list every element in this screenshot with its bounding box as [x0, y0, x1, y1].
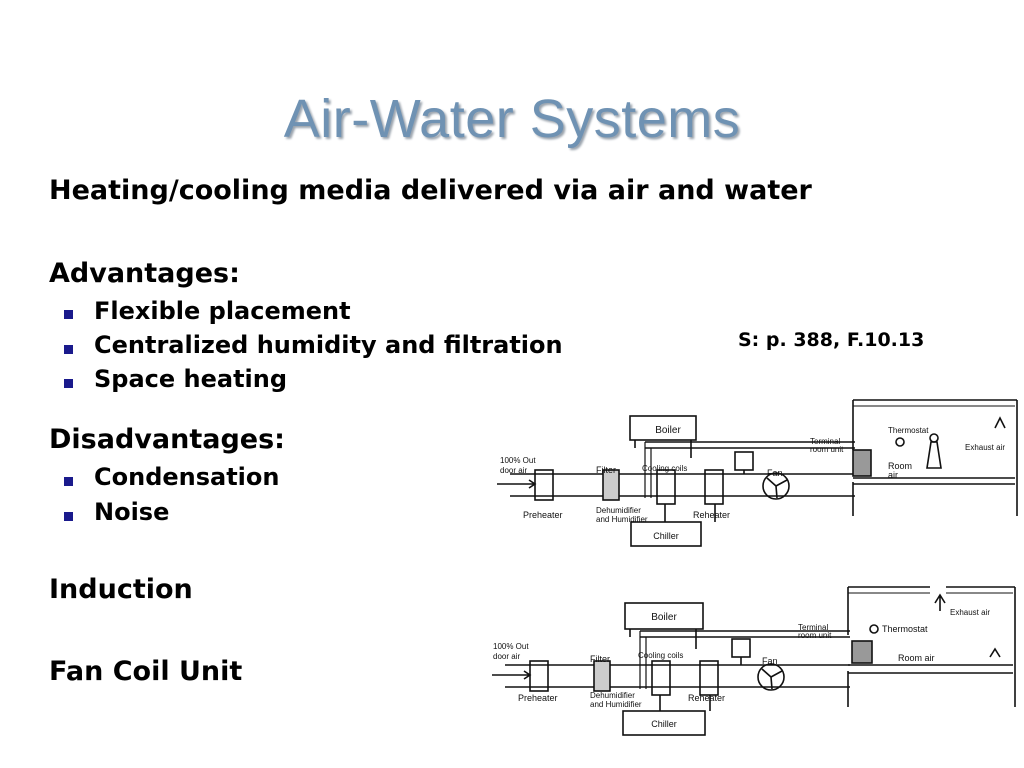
boiler-label: Boiler	[655, 425, 681, 436]
boiler-label: Boiler	[651, 612, 677, 623]
bullet-icon	[64, 512, 73, 521]
chiller-label: Chiller	[651, 719, 677, 729]
reheater-label: Reheater	[688, 693, 725, 703]
bullet-icon	[64, 345, 73, 354]
advantage-item: Flexible placement	[94, 297, 351, 325]
subtitle: Heating/cooling media delivered via air …	[49, 175, 812, 206]
outdoor-air-label: 100% Out	[500, 456, 536, 465]
outdoor-air-label: 100% Out	[493, 642, 529, 651]
cooling-coils-label: Cooling coils	[642, 464, 687, 473]
disadvantages-heading: Disadvantages:	[49, 424, 285, 455]
fan-coil-heading: Fan Coil Unit	[49, 656, 243, 687]
bullet-icon	[64, 379, 73, 388]
dehumidifier-label: Dehumidifier	[590, 691, 635, 700]
thermostat-label: Thermostat	[882, 624, 928, 634]
advantage-item: Space heating	[94, 365, 288, 393]
terminal-unit-label: room unit	[810, 445, 844, 454]
bullet-icon	[64, 310, 73, 319]
cooling-coils-label: Cooling coils	[638, 651, 683, 660]
terminal-unit-label: room unit	[798, 631, 832, 640]
induction-system-diagram: Boiler 100% Out door air Filter Cooling …	[497, 399, 1018, 547]
room-air-label: air	[888, 470, 898, 480]
advantages-heading: Advantages:	[49, 258, 240, 289]
bullet-icon	[64, 477, 73, 486]
dehumidifier-label: and Humidifier	[596, 515, 648, 524]
fan-label: Fan	[767, 468, 783, 478]
advantage-item: Centralized humidity and filtration	[94, 331, 563, 359]
exhaust-air-label: Exhaust air	[950, 608, 990, 617]
induction-heading: Induction	[49, 574, 193, 605]
chiller-label: Chiller	[653, 531, 679, 541]
terminal-unit-label: Terminal	[798, 623, 828, 632]
reheater-label: Reheater	[693, 510, 730, 520]
terminal-unit-label: Terminal	[810, 437, 840, 446]
disadvantage-item: Noise	[94, 498, 170, 526]
outdoor-air-label: door air	[500, 466, 527, 475]
slide-title: Air-Water Systems	[283, 89, 741, 149]
disadvantage-item: Condensation	[94, 463, 280, 491]
fan-label: Fan	[762, 656, 778, 666]
thermostat-label: Thermostat	[888, 426, 929, 435]
exhaust-air-label: Exhaust air	[965, 443, 1005, 452]
preheater-label: Preheater	[518, 693, 558, 703]
dehumidifier-label: Dehumidifier	[596, 506, 641, 515]
outdoor-air-label: door air	[493, 652, 520, 661]
room-air-label: Room	[888, 461, 912, 471]
fan-coil-system-diagram: Boiler 100% Out door air Filter Cooling …	[492, 586, 1016, 736]
source-reference: S: p. 388, F.10.13	[738, 329, 925, 351]
preheater-label: Preheater	[523, 510, 563, 520]
room-air-label: Room air	[898, 653, 935, 663]
dehumidifier-label: and Humidifier	[590, 700, 642, 709]
filter-label: Filter	[596, 465, 616, 475]
filter-label: Filter	[590, 654, 610, 664]
